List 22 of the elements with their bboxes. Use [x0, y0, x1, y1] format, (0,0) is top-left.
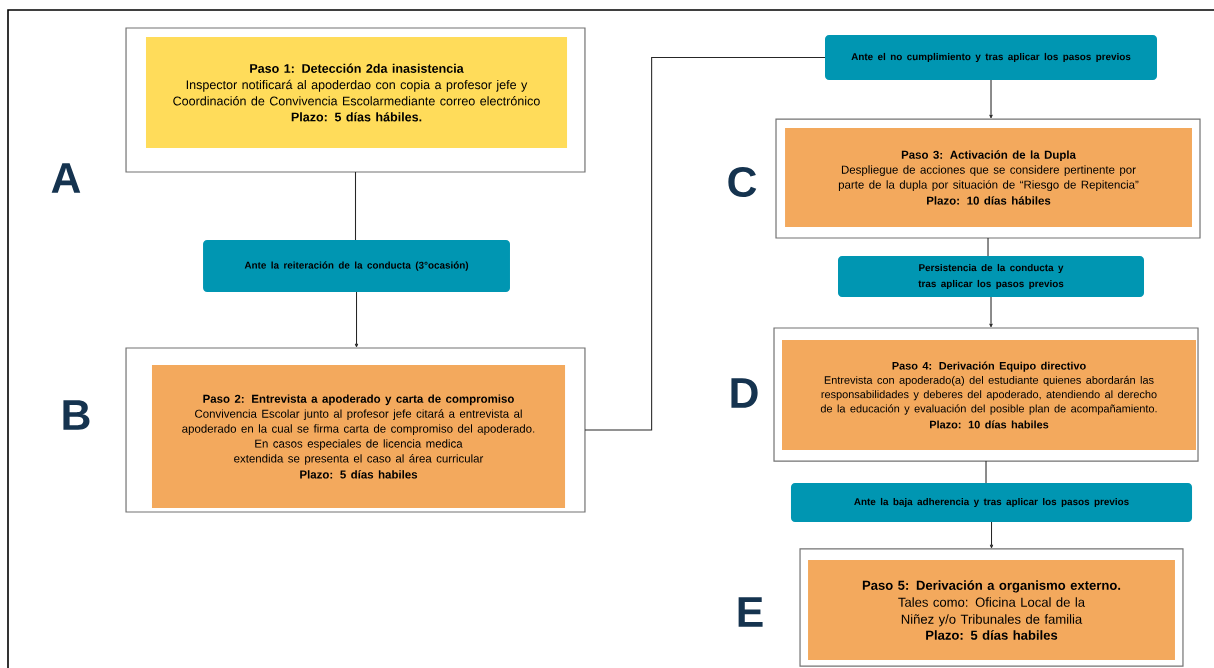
connector-line — [985, 460, 987, 484]
step-box: Paso 5: Derivación a organismo externo. Tales como: Oficina Local de la Niñez y/o Tribunales de familia Plazo: 5 días habiles — [808, 560, 1175, 660]
arrow — [989, 521, 994, 549]
step-box: Paso 3: Activación de la Dupla Despliegue de acciones que se considere pertinente por parte de la dupla por situación de “Riesgo de Repitencia” Plazo: 10 días hábiles — [785, 128, 1192, 227]
step-letter: B — [63, 400, 90, 430]
step-letter: E — [738, 597, 763, 627]
arrow — [354, 291, 359, 348]
connector-line — [584, 56, 826, 431]
condition-box: Ante la baja adherencia y tras aplicar los pasos previos — [790, 483, 1193, 522]
step-letter: A — [51, 163, 81, 193]
step-box: Paso 1: Detección 2da inasistencia Inspector notificará al apoderdao con copia a profesor jefe y Coordinación de Convivencia Escolarmediante correo electrónico Plazo: 5 días hábiles. — [146, 37, 568, 148]
connector-line — [987, 237, 989, 257]
step-box: Paso 4: Derivación Equipo directivo Entrevista con apoderado(a) del estudiante quienes abordarán las responsabilidades y deberes del apoderado, atendiendo al derecho de la educación y evaluación del posible plan de acompañamiento. Plazo: 10 días habiles — [782, 340, 1196, 450]
connector-line — [354, 171, 357, 241]
condition-box: Ante el no cumplimiento y tras aplicar los pasos previos — [825, 34, 1157, 81]
step-box: Paso 2: Entrevista a apoderado y carta de compromiso Convivencia Escolar junto al profesor jefe citará a entrevista al apoderado en la cual se firma carta de compromiso del apoderado. En casos especiales de licencia medica extendida se presenta el caso al área curricular Plazo: 5 días habiles — [151, 365, 566, 508]
step-letter: D — [731, 378, 758, 408]
condition-box: Persistencia de la conducta y tras aplicar los pasos previos — [838, 256, 1144, 298]
step-letter: C — [728, 166, 757, 198]
arrow — [989, 296, 993, 328]
arrow — [989, 79, 993, 119]
condition-box: Ante la reiteración de la conducta (3°ocasión) — [203, 240, 510, 292]
